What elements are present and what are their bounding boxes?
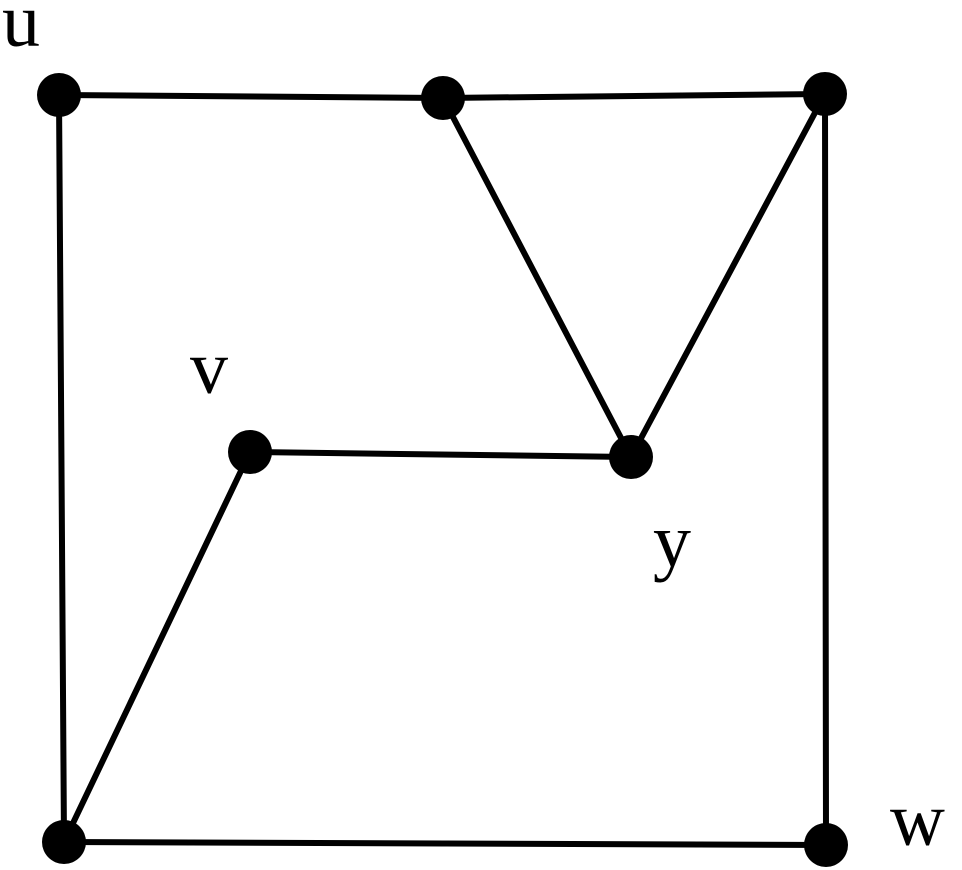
edge-v-bottom-left: [61, 449, 253, 845]
node-top-right: [803, 72, 847, 116]
node-u: [37, 73, 81, 117]
edge-top-middle-top-right: [440, 91, 828, 101]
edge-v-y: [247, 449, 634, 460]
label-w: w: [890, 778, 945, 862]
node-bottom-left: [42, 820, 86, 864]
label-u: u: [2, 0, 40, 63]
edge-top-middle-y: [440, 95, 634, 460]
labels-group: u v y w: [2, 0, 945, 862]
edge-u-bottom-left: [56, 92, 67, 845]
edge-u-top-middle: [56, 92, 446, 101]
nodes-group: [37, 72, 848, 867]
node-y: [609, 435, 653, 479]
edge-top-right-y: [628, 91, 828, 460]
edges-group: [56, 91, 829, 848]
label-v: v: [190, 326, 228, 410]
edge-top-right-w: [822, 91, 829, 848]
node-w: [804, 823, 848, 867]
edge-bottom-left-w: [61, 839, 829, 848]
node-v: [228, 430, 272, 474]
label-y: y: [653, 499, 691, 583]
node-top-middle: [421, 76, 465, 120]
